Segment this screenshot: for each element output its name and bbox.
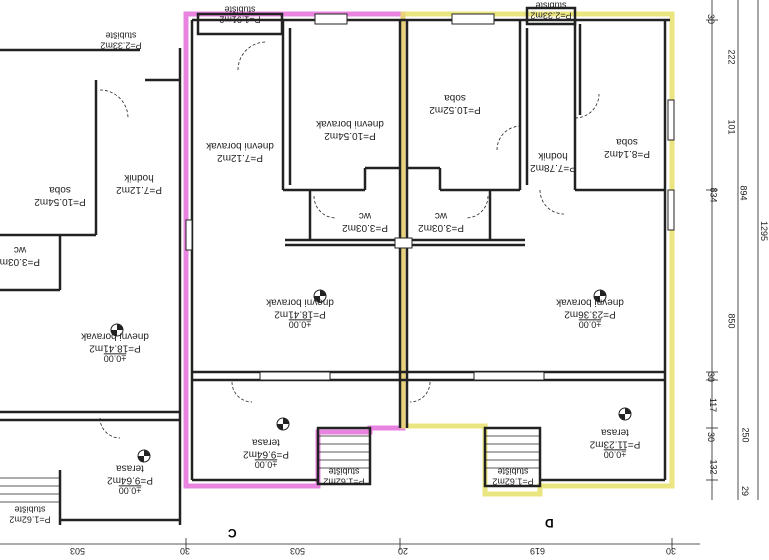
unit-d-terasa-level: ±0.00 bbox=[603, 449, 627, 460]
unit-c-soba-label: P=10.54m2 dnevni boravak bbox=[305, 118, 395, 142]
dim-right-8: 250 bbox=[740, 427, 751, 443]
left-wc-area: P=3.03m2 bbox=[0, 256, 40, 267]
unit-d-stubiste-top-area: P=2.33m2 bbox=[530, 10, 572, 21]
dim-right-9: 132 bbox=[708, 459, 719, 475]
unit-c-hodnik-label: P=7.12m2 dnevni boravak bbox=[200, 140, 280, 164]
unit-d-wc-name: wc bbox=[434, 210, 448, 222]
unit-d-soba-b-area: P=8.14m2 bbox=[604, 148, 650, 159]
left-stubiste-top-area: P=2.33m2 bbox=[100, 40, 142, 51]
unit-d-soba-b-label: P=8.14m2 soba bbox=[592, 136, 662, 160]
unit-c-stubiste-bottom-name: stubište bbox=[328, 466, 360, 477]
unit-d-terasa-area: P=11.23m2 bbox=[589, 438, 641, 449]
unit-c-wc-label: P=3.03m2 wc bbox=[340, 210, 390, 234]
left-terasa-label: ±0.00 P=9.64m2 terasa bbox=[90, 462, 170, 496]
dim-right-7: 30 bbox=[706, 431, 717, 443]
unit-c-wc-area: P=3.03m2 bbox=[342, 222, 388, 233]
unit-d-dnevni-level: ±0.00 bbox=[578, 319, 602, 330]
unit-d-terasa-name: terasa bbox=[601, 426, 629, 438]
unit-c-dnevni-name: dnevni boravak bbox=[266, 296, 334, 308]
unit-d-stubiste-top-name: stubište bbox=[535, 0, 567, 11]
unit-c-hodnik-area: P=7.12m2 bbox=[217, 152, 263, 163]
left-hodnik-label: P=7.12m2 hodnik bbox=[104, 172, 174, 196]
unit-d-soba-a-label: P=10.52m2 soba bbox=[420, 92, 490, 116]
unit-d-stubiste-bottom-area: P=1.62m2 bbox=[492, 476, 534, 487]
unit-d-letter: D bbox=[545, 516, 554, 530]
unit-c-stubiste-top-label: P=1.91m2 stubište bbox=[205, 4, 275, 25]
dim-bottom-5: 30 bbox=[666, 546, 677, 556]
unit-c-soba-area: P=10.54m2 bbox=[324, 130, 376, 141]
unit-d-hodnik-area: P=7.78m2 bbox=[530, 162, 576, 173]
left-hodnik-name: hodnik bbox=[124, 172, 154, 184]
left-dnevni-level: ±0.00 bbox=[103, 353, 127, 364]
left-soba-name: soba bbox=[49, 184, 71, 196]
dim-right-1: 222 bbox=[726, 49, 737, 65]
dim-bottom-0: 503 bbox=[70, 546, 86, 556]
unit-c-stubiste-top-area: P=1.91m2 bbox=[219, 14, 261, 25]
unit-d-hodnik-label: P=7.78m2 hodnik bbox=[528, 150, 578, 174]
unit-d-soba-a-name: soba bbox=[444, 92, 466, 104]
unit-c-terasa-level: ±0.00 bbox=[254, 459, 278, 470]
dim-right-outer-0: 894 bbox=[738, 185, 749, 201]
unit-d-stubiste-top-label: P=2.33m2 stubište bbox=[528, 0, 574, 21]
dim-right-4: 850 bbox=[726, 313, 737, 329]
left-stubiste-top-name: stubište bbox=[105, 30, 137, 41]
unit-d-wc-area: P=3.03m2 bbox=[418, 222, 464, 233]
unit-d-dnevni-label: ±0.00 P=23.36m2 dnevni boravak bbox=[540, 296, 640, 330]
dim-right-2: 101 bbox=[726, 119, 737, 135]
unit-c-dnevni-label: ±0.00 P=18.41m2 dnevni boravak bbox=[250, 296, 350, 330]
dim-bottom-2: 503 bbox=[290, 546, 306, 556]
dim-bottom-1: 30 bbox=[180, 546, 191, 556]
left-terasa-name: terasa bbox=[116, 462, 144, 474]
unit-d-stubiste-bottom-name: stubište bbox=[497, 466, 529, 477]
left-stubiste-top-label: P=2.33m2 stubište bbox=[96, 30, 146, 51]
dim-right-10: 29 bbox=[740, 485, 751, 497]
left-stubiste-bottom-label: P=1.62m2 stubište bbox=[0, 504, 60, 525]
dim-bottom-4: 619 bbox=[530, 546, 546, 556]
unit-d-soba-a-area: P=10.52m2 bbox=[429, 104, 481, 115]
unit-d-soba-b-name: soba bbox=[616, 136, 638, 148]
dim-right-5: 30 bbox=[706, 371, 717, 383]
left-wc-label: P=3.03m2 wc bbox=[0, 244, 40, 268]
unit-c-terasa-area: P=9.64m2 bbox=[243, 448, 289, 459]
left-soba-area: P=10.54m2 bbox=[34, 196, 86, 207]
dim-far-right-0: 1295 bbox=[759, 220, 769, 242]
unit-d-dnevni-area: P=23.36m2 bbox=[564, 308, 616, 319]
left-soba-label: P=10.54m2 soba bbox=[20, 184, 100, 208]
level-markers bbox=[110, 289, 632, 463]
left-stubiste-bottom-name: stubište bbox=[14, 504, 46, 515]
dim-right-0: 30 bbox=[706, 13, 717, 25]
unit-c-terasa-label: ±0.00 P=9.64m2 terasa bbox=[226, 436, 306, 470]
left-dnevni-label: ±0.00 P=18.41m2 dnevni boravak bbox=[60, 330, 170, 364]
left-hodnik-area: P=7.12m2 bbox=[116, 184, 162, 195]
left-terasa-level: ±0.00 bbox=[118, 485, 142, 496]
unit-d-hodnik-name: hodnik bbox=[538, 150, 568, 162]
walls bbox=[0, 6, 670, 525]
unit-c-soba-name: dnevni boravak bbox=[316, 118, 384, 130]
unit-d-dnevni-name: dnevni boravak bbox=[556, 296, 624, 308]
unit-c-stubiste-bottom-area: P=1.62m2 bbox=[323, 476, 365, 487]
unit-c-terasa-name: terasa bbox=[252, 436, 280, 448]
unit-d-wc-label: P=3.03m2 wc bbox=[416, 210, 466, 234]
unit-d-terasa-label: ±0.00 P=11.23m2 terasa bbox=[575, 426, 655, 460]
dim-right-3: 834 bbox=[708, 187, 719, 203]
left-dnevni-name: dnevni boravak bbox=[81, 330, 149, 342]
unit-c-stubiste-top-name: stubište bbox=[224, 4, 256, 15]
unit-c-wc-name: wc bbox=[358, 210, 372, 222]
left-dnevni-area: P=18.41m2 bbox=[89, 342, 141, 353]
left-wc-name: wc bbox=[13, 244, 27, 256]
dim-right-6: 117 bbox=[708, 397, 719, 413]
unit-c-dnevni-level: ±0.00 bbox=[288, 319, 312, 330]
unit-d-outline bbox=[400, 11, 675, 497]
unit-c-outline bbox=[183, 11, 406, 489]
unit-c-dnevni-area: P=18.41m2 bbox=[274, 308, 326, 319]
left-stubiste-bottom-area: P=1.62m2 bbox=[9, 514, 51, 525]
left-terasa-area: P=9.64m2 bbox=[107, 474, 153, 485]
unit-c-hodnik-name: dnevni boravak bbox=[206, 140, 274, 152]
dim-bottom-3: 20 bbox=[398, 546, 409, 556]
unit-c-letter: C bbox=[228, 526, 237, 540]
unit-c-stubiste-bottom-label: P=1.62m2 stubište bbox=[318, 466, 370, 487]
unit-d-stubiste-bottom-label: P=1.62m2 stubište bbox=[486, 466, 540, 487]
